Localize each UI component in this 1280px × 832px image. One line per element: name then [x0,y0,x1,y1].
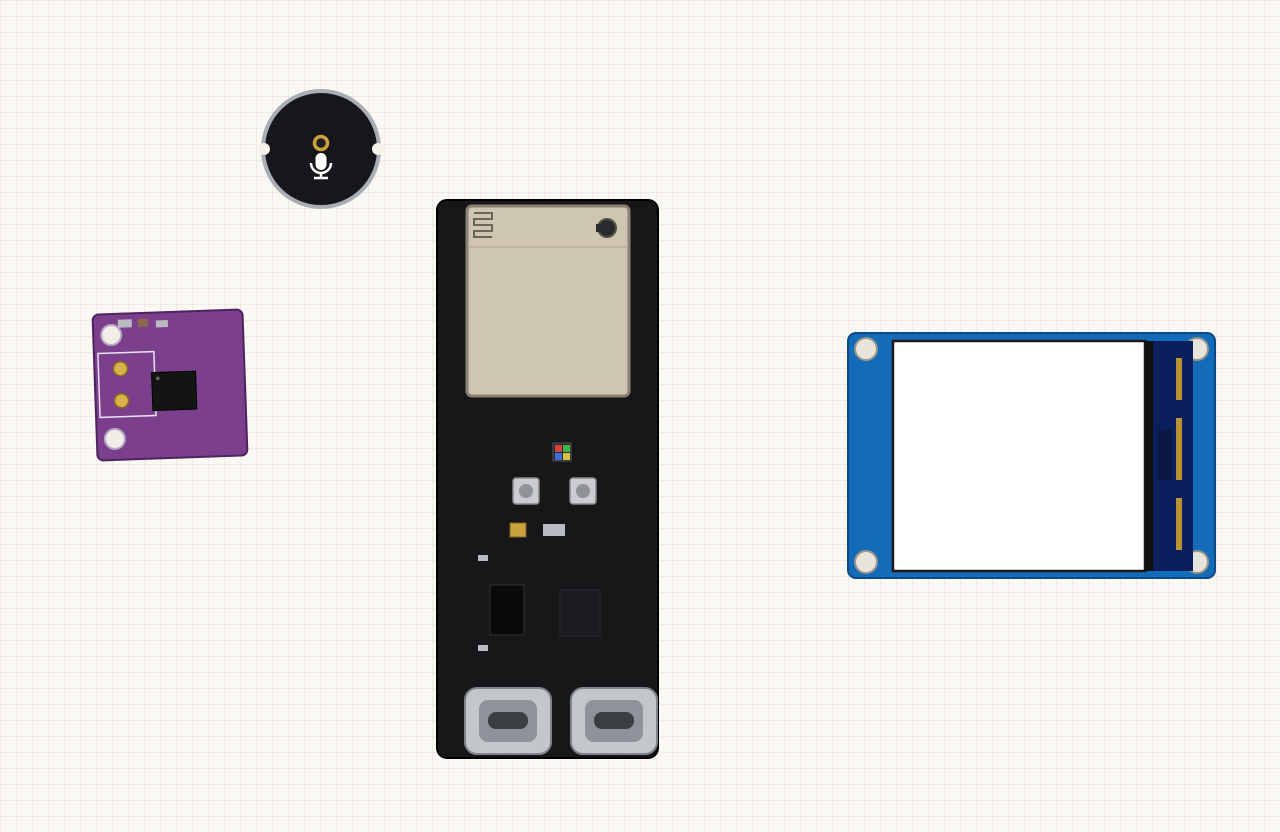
flex-contacts [1176,418,1182,480]
amp-mount-hole [103,427,126,450]
flex-contacts [1176,498,1182,550]
esp32-s3-board [436,199,659,759]
uart-connector [570,687,658,755]
amp-speaker-minus-hole [113,392,130,409]
mic-notch [372,143,384,155]
lcd-module [847,332,1216,579]
amp-resistor [137,318,148,328]
capacitor [478,645,488,651]
inductor [509,522,527,538]
lcd-mount-hole [854,550,878,574]
boot-button [569,477,597,505]
amp-max98357a-module [91,308,249,462]
esp32-wifi-module [465,204,631,398]
amp-capacitor [155,320,168,328]
amp-chip [151,370,198,412]
lcd-screen-edge [1145,341,1153,571]
mic-center-hole [312,134,330,152]
flex-contacts [1176,358,1182,400]
capacitor [543,524,565,536]
rgb-led-yellow [563,453,570,460]
mic-notch [258,143,270,155]
capacitor [478,555,488,561]
microphone-icon [309,153,333,180]
regulator-chip [489,584,525,636]
antenna-icon [473,212,493,238]
lcd-screen [891,339,1147,573]
amp-capacitor [117,319,132,328]
mic-inmp441-module [258,89,384,209]
lcd-mount-hole [854,337,878,361]
amp-mount-hole [100,324,123,347]
amp-speaker-plus-hole [112,360,129,377]
pad-array [559,589,601,637]
amp-chip-dot [155,376,160,381]
usb-connector [464,687,552,755]
rgb-led-blue [555,453,562,460]
rgb-led-red [555,445,562,452]
rgb-led-green [563,445,570,452]
rst-button [512,477,540,505]
flex-chip [1158,430,1172,480]
ipex-stem [596,224,604,232]
